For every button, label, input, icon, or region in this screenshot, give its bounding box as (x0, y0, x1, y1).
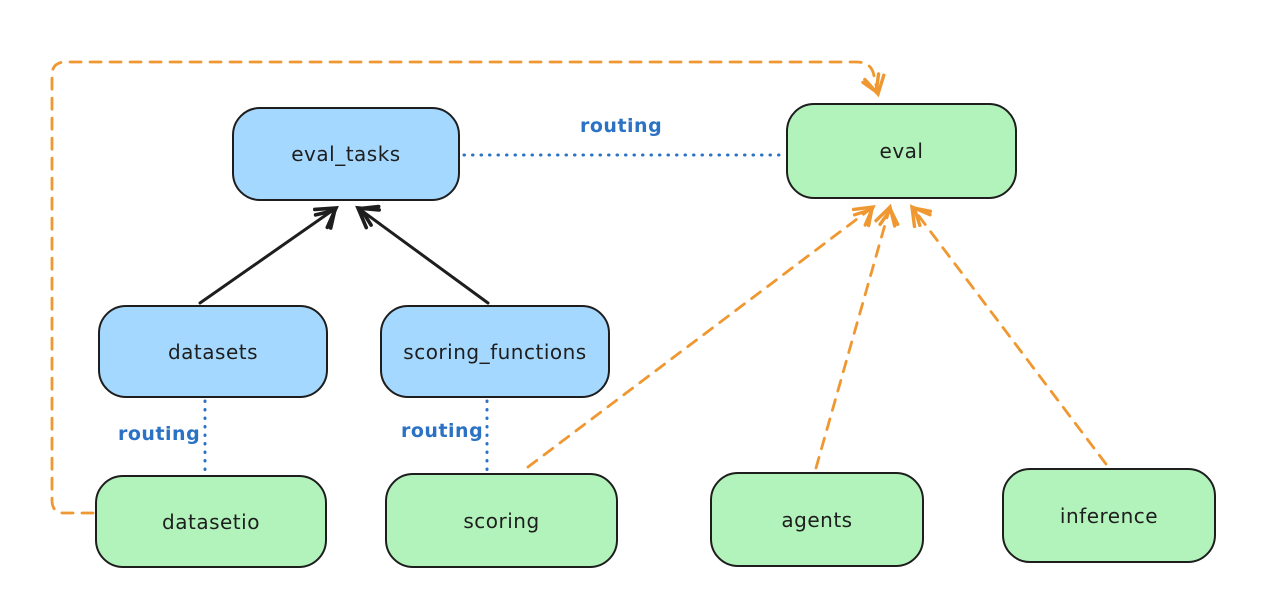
edge-inference-eval (909, 204, 1108, 466)
node-eval-tasks-label: eval_tasks (291, 142, 401, 166)
node-inference: inference (1002, 468, 1216, 563)
node-agents: agents (710, 472, 924, 567)
edge-scoring-functions-eval-tasks (355, 204, 490, 305)
node-datasets-label: datasets (167, 339, 259, 364)
node-scoring: scoring (385, 473, 618, 568)
node-scoring-functions: scoring_functions (380, 305, 610, 398)
edge-datasets-eval-tasks (198, 205, 339, 305)
node-scoring-label: scoring (463, 508, 540, 533)
node-eval: eval (786, 103, 1017, 199)
node-scoring-functions-label: scoring_functions (403, 339, 587, 364)
edge-agents-eval (814, 203, 900, 470)
routing-label-eval-tasks-eval: routing (580, 115, 663, 137)
node-inference-label: inference (1059, 503, 1159, 528)
edge-datasetio-eval (50, 60, 886, 515)
node-datasets: datasets (98, 305, 328, 398)
node-eval-label: eval (879, 139, 924, 163)
routing-label-scoring-functions-scoring: routing (401, 420, 484, 442)
node-eval-tasks: eval_tasks (232, 107, 460, 201)
node-agents-label: agents (781, 507, 853, 532)
node-datasetio: datasetio (95, 475, 327, 568)
node-datasetio-label: datasetio (162, 509, 260, 534)
routing-label-datasets-datasetio: routing (118, 423, 201, 445)
edge-scoring-eval (526, 204, 876, 469)
